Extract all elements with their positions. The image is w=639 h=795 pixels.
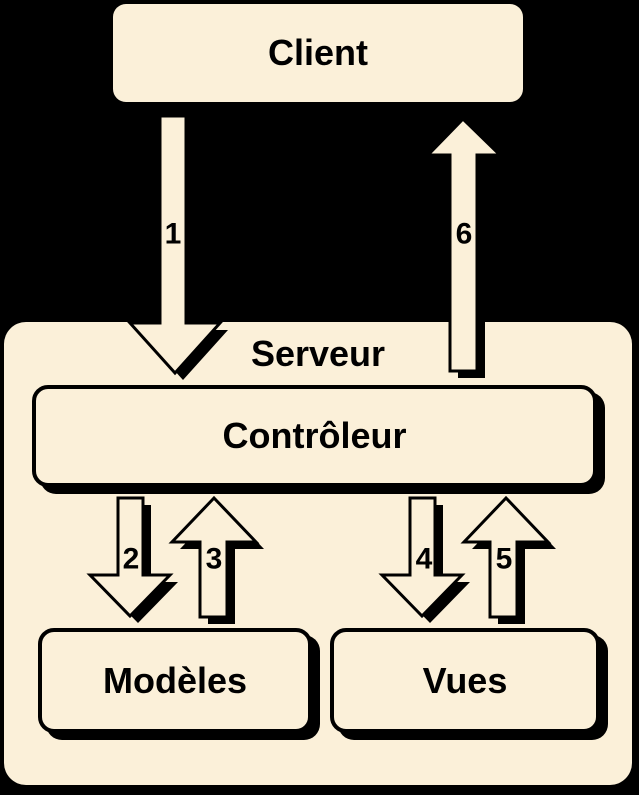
arrow-5-number: 5 xyxy=(496,543,513,576)
node-controleur: Contrôleur xyxy=(32,385,597,487)
node-controleur-label: Contrôleur xyxy=(222,415,407,456)
arrow-3-body xyxy=(168,495,260,619)
arrow-2-body xyxy=(86,496,174,619)
arrow-6-up-icon: 6 xyxy=(424,116,508,378)
arrow-1-down-icon: 1 xyxy=(126,114,228,380)
arrow-6-body xyxy=(424,116,504,373)
arrow-2-number: 2 xyxy=(123,543,140,576)
arrow-1-body xyxy=(126,114,224,376)
node-client-label: Client xyxy=(267,32,368,73)
arrow-5-up-icon: 5 xyxy=(460,495,556,624)
node-vues-label: Vues xyxy=(422,659,508,701)
node-serveur-label: Serveur xyxy=(250,333,386,374)
arrow-4-body xyxy=(378,496,466,619)
arrow-4-number: 4 xyxy=(416,543,433,576)
node-client: Client xyxy=(113,4,523,102)
node-modeles-label: Modèles xyxy=(102,659,248,701)
arrow-3-number: 3 xyxy=(206,543,223,576)
node-modeles: Modèles xyxy=(38,628,312,733)
arrow-6-number: 6 xyxy=(456,218,473,251)
arrow-3-up-icon: 3 xyxy=(168,495,264,624)
arrow-4-down-icon: 4 xyxy=(378,496,470,623)
arrow-1-number: 1 xyxy=(165,218,182,251)
arrow-5-body xyxy=(460,495,552,619)
node-vues: Vues xyxy=(330,628,600,733)
arrow-2-down-icon: 2 xyxy=(86,496,178,623)
